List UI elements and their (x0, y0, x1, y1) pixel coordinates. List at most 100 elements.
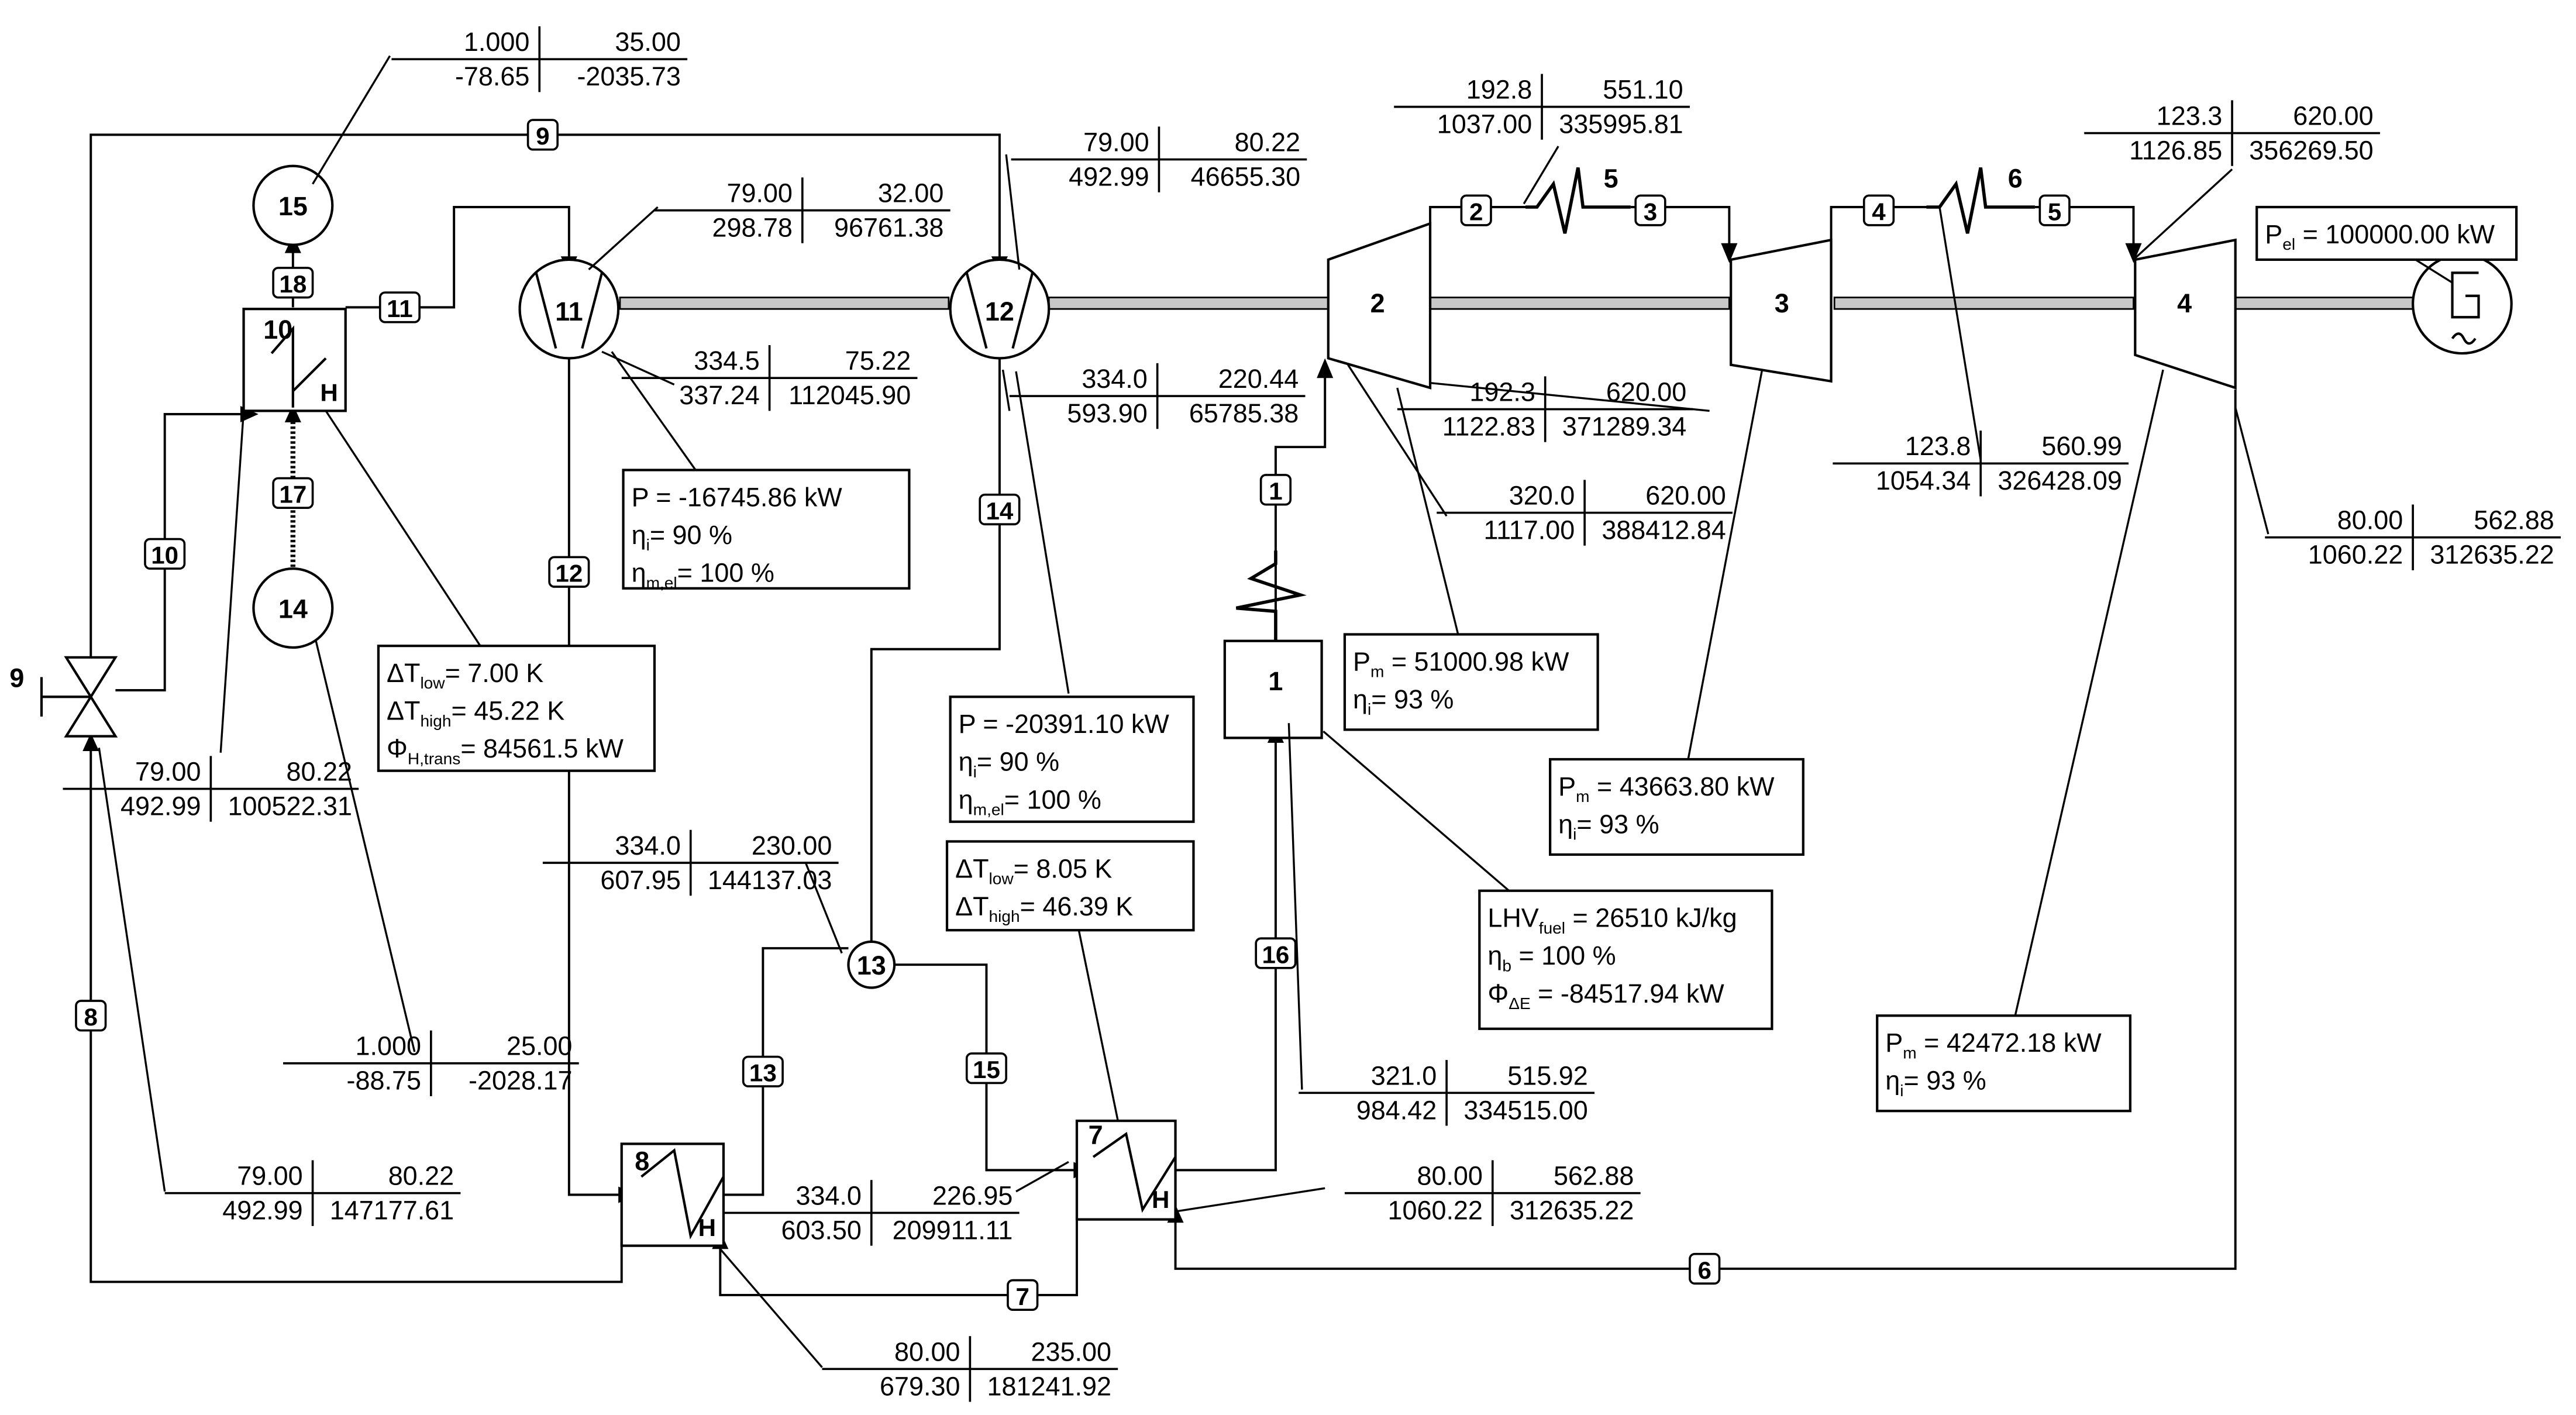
stream-pressure: 1.000 (356, 1031, 421, 1061)
stream-tag-number: 13 (749, 1059, 777, 1087)
stream-tag-box (548, 556, 590, 588)
throttle-valve-9 (64, 656, 118, 700)
arrowhead (1317, 358, 1334, 378)
info-line: P = -20391.10 kW (959, 709, 1170, 739)
info-symbol: η (1487, 941, 1502, 970)
stream-value: 147177.61 (330, 1196, 454, 1225)
turbine-4 (2134, 238, 2237, 390)
stream-value: -2028.17 (469, 1066, 572, 1096)
stream-tag-6: 6 (1689, 1252, 1721, 1285)
info-subscript: i (646, 536, 650, 554)
leader-line (1523, 146, 1559, 205)
info-symbol: P (1885, 1028, 1903, 1058)
component-label-7: 7 (1089, 1120, 1103, 1149)
stream-tag-box (1862, 194, 1895, 226)
stream-value: 371289.34 (1562, 412, 1686, 442)
stream-enthalpy: 298.78 (712, 213, 792, 243)
stream-tag-18: 18 (272, 267, 314, 299)
stream-tag-number: 16 (1262, 941, 1289, 968)
info-line: ΔThigh= 46.39 K (955, 891, 1133, 925)
component-label-6: 6 (2008, 163, 2023, 193)
stream-temperature: 560.99 (2041, 431, 2122, 461)
stream-temperature: 620.00 (1645, 481, 1726, 511)
throttle-valve-9 (64, 694, 118, 738)
stream-tag-number: 2 (1469, 198, 1483, 225)
leader-line (611, 351, 697, 471)
hx-coil (640, 1148, 725, 1240)
stream-value: 334515.00 (1463, 1095, 1587, 1125)
stream-tag-number: 14 (986, 497, 1013, 525)
stream-tag-box (1259, 474, 1292, 506)
info-line: ΦΔE = -84517.94 kW (1487, 979, 1724, 1013)
info-line: Pm = 43663.80 kW (1558, 772, 1775, 805)
info-subscript: i (1900, 1082, 1903, 1100)
stream-4-line (1830, 206, 1927, 243)
stream-tag-box (272, 477, 314, 509)
info-symbol: η (632, 558, 646, 588)
stream-tag-13: 13 (742, 1055, 784, 1087)
info-value: = 93 % (1371, 684, 1454, 714)
info-symbol: ΔT (955, 891, 989, 921)
source-14 (252, 567, 334, 649)
hx-h-marker: H (320, 379, 338, 407)
info-line: ηb = 100 % (1487, 941, 1616, 975)
info-box-frame (1549, 758, 1804, 856)
info-symbol: η (1885, 1066, 1900, 1096)
info-symbol: η (632, 520, 646, 550)
stream-tag-2: 2 (1460, 194, 1492, 226)
leader-line (2234, 407, 2270, 535)
stream-tag-box (75, 1000, 107, 1032)
info-line: ηi= 90 % (632, 520, 732, 554)
stream-tag-box (1255, 937, 1297, 969)
info-symbol: ΔT (387, 696, 420, 726)
info-subscript: b (1502, 956, 1511, 975)
info-subscript: high (420, 712, 451, 730)
leader-line (325, 410, 481, 647)
info-line: Pm = 42472.18 kW (1885, 1028, 2102, 1062)
info-value: = 45.22 K (452, 696, 565, 726)
stream-tag-box (1634, 194, 1666, 226)
stream-enthalpy: 1037.00 (1437, 109, 1532, 139)
reheater-5-zigzag (1525, 167, 1631, 234)
stream-pressure: 1.000 (464, 27, 529, 57)
pump-12 (949, 258, 1051, 360)
info-subscript: i (1573, 825, 1576, 844)
info-value: = 100 % (1511, 941, 1616, 970)
info-box-frame (622, 469, 911, 590)
stream-tag-box (965, 1052, 1007, 1085)
info-symbol: η (1353, 684, 1368, 714)
stream-temperature: 80.22 (1235, 127, 1300, 157)
info-line: Pel = 100000.00 kW (2265, 219, 2495, 253)
info-box-frame (1478, 889, 1773, 1030)
leader-line (1430, 381, 1710, 412)
stream-tag-box (144, 538, 186, 570)
stream-tag-box (1689, 1252, 1721, 1285)
stream-value: 112045.90 (788, 380, 911, 410)
info-symbol: η (1558, 809, 1573, 839)
stream-enthalpy: 679.30 (880, 1371, 960, 1401)
stream-enthalpy: 984.42 (1356, 1095, 1437, 1125)
stream-tag-number: 10 (151, 542, 178, 569)
turbine-3 (1730, 238, 1833, 383)
stream-value: 388412.84 (1602, 515, 1726, 545)
stream-2-line (1429, 206, 1525, 227)
info-box-frame (945, 840, 1195, 932)
stream-tag-17: 17 (272, 477, 314, 509)
info-line: ηm,el= 100 % (632, 558, 774, 592)
stream-tag-11: 11 (378, 291, 421, 323)
stream-pressure: 123.8 (1905, 431, 1971, 461)
info-subscript: m,el (973, 801, 1004, 819)
stream-tag-box (979, 493, 1021, 526)
